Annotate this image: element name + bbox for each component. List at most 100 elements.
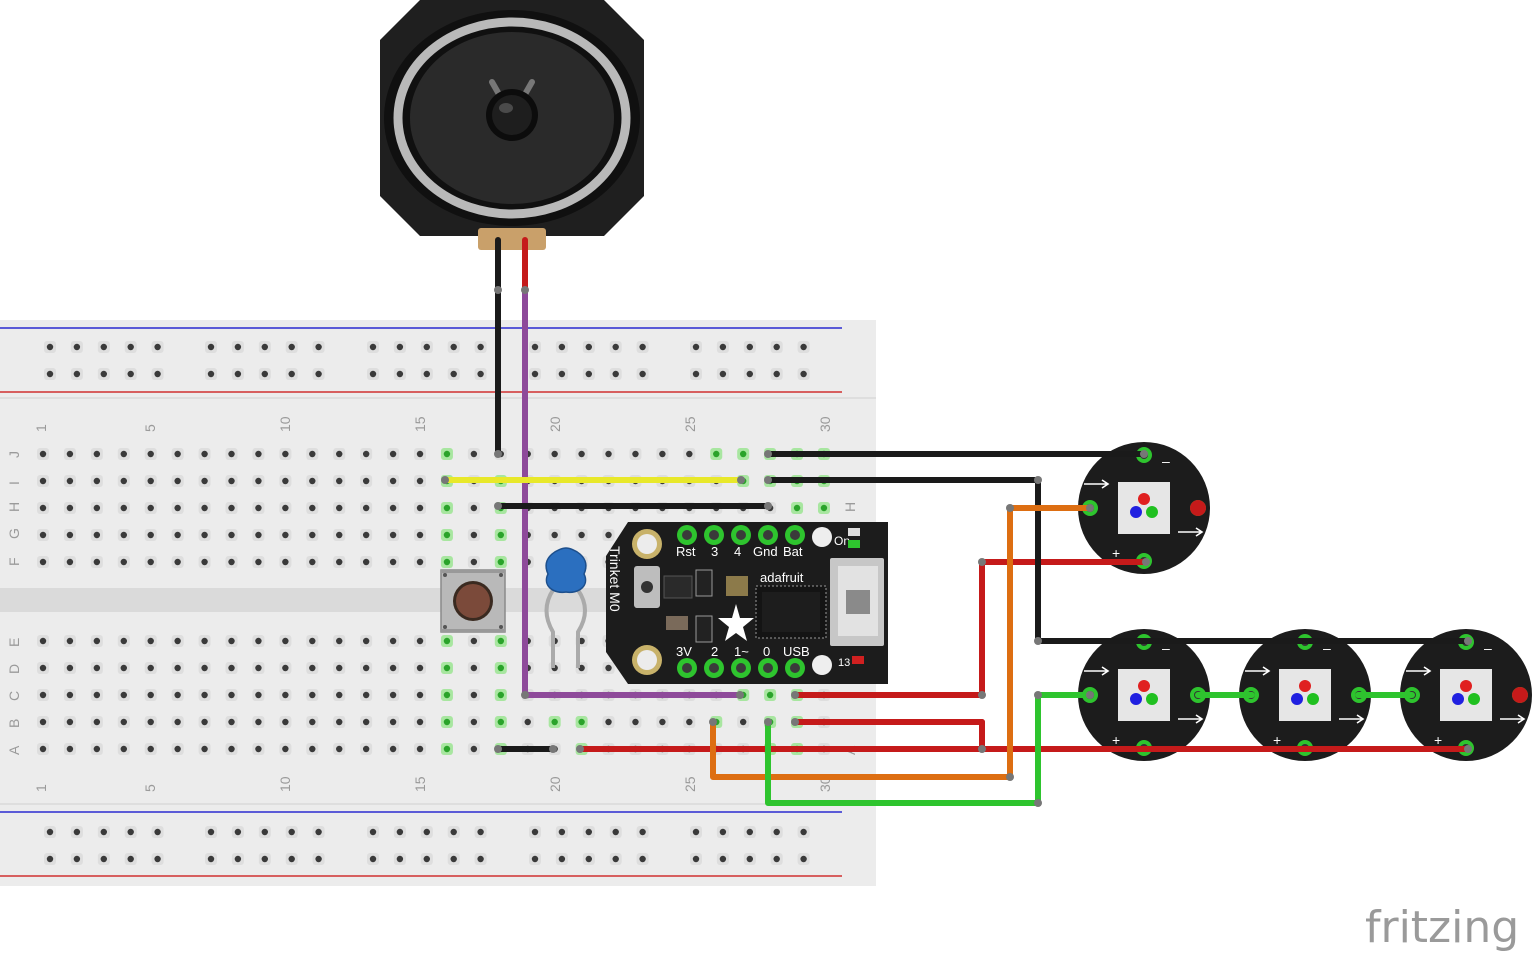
neopixel-3-led-body bbox=[1440, 669, 1492, 721]
wire-endpoint-7[interactable] bbox=[494, 745, 502, 753]
wire-red-neopixel-chain[interactable] bbox=[979, 719, 1471, 752]
hole-top-c14-r1-center bbox=[389, 477, 397, 485]
hole-top-c12-r3-center bbox=[336, 531, 343, 539]
hole-top-c16-r3-center bbox=[443, 531, 451, 539]
wire-endpoint-10[interactable] bbox=[791, 718, 799, 726]
rail-hole-r1-g0-2-center bbox=[100, 370, 108, 378]
wire-red-c-row[interactable] bbox=[792, 559, 1149, 698]
neopixel-1-blue-die bbox=[1130, 693, 1142, 705]
wire-endpoint-29[interactable] bbox=[1006, 773, 1014, 781]
neopixel-top-out-pad-red[interactable] bbox=[1190, 500, 1206, 516]
rail-hole-r2-g2-0-center bbox=[369, 828, 377, 836]
wire-black-i-row[interactable] bbox=[765, 477, 1471, 644]
hole-bottom-c18-r0-center bbox=[497, 637, 505, 645]
rail-hole-r2-g1-4-center bbox=[315, 828, 322, 836]
wire-endpoint-3[interactable] bbox=[441, 476, 449, 484]
hole-bottom-c6-r2-center bbox=[174, 691, 181, 699]
wire-endpoint-6[interactable] bbox=[764, 502, 772, 510]
hole-top-c14-r2-center bbox=[389, 504, 397, 512]
hole-top-c25-r0-center bbox=[686, 450, 693, 458]
col-label-top-25: 25 bbox=[682, 416, 698, 432]
rail-hole-r0-g3-1-center bbox=[558, 343, 566, 351]
neopixel-top-led-body bbox=[1118, 482, 1170, 534]
wire-endpoint-31[interactable] bbox=[1034, 799, 1042, 807]
rail-hole-r2-g3-1-center bbox=[558, 828, 566, 836]
hole-top-c1-r1-center bbox=[39, 477, 47, 485]
hole-top-c6-r3-center bbox=[174, 531, 181, 539]
hole-top-c13-r1-center bbox=[362, 477, 370, 485]
wire-endpoint-20[interactable] bbox=[1464, 637, 1472, 645]
wire-endpoint-17[interactable] bbox=[764, 718, 772, 726]
col-label-bottom-30: 30 bbox=[817, 776, 833, 792]
wire-endpoint-8[interactable] bbox=[549, 745, 557, 753]
wire-endpoint-24[interactable] bbox=[978, 691, 986, 699]
wire-endpoint-18[interactable] bbox=[1142, 558, 1150, 566]
neopixel-group: –+–+–+–+ bbox=[1078, 442, 1532, 761]
wire-endpoint-32[interactable] bbox=[1034, 691, 1042, 699]
pin-label-2: 2 bbox=[711, 644, 718, 659]
hole-bottom-c12-r3-center bbox=[336, 718, 343, 726]
col-label-top-1: 1 bbox=[33, 424, 49, 432]
led-13 bbox=[852, 656, 864, 664]
hole-top-c1-r2-center bbox=[39, 504, 47, 512]
row-label-f: F bbox=[6, 557, 22, 566]
wire-endpoint-5[interactable] bbox=[494, 502, 502, 510]
hole-bottom-c14-r1-center bbox=[389, 664, 397, 672]
hole-bottom-c5-r2-center bbox=[147, 691, 154, 699]
wire-endpoint-26[interactable] bbox=[978, 745, 986, 753]
hole-bottom-c15-r4-center bbox=[416, 745, 424, 753]
hole-top-c4-r0-center bbox=[120, 450, 127, 458]
hole-bottom-c9-r0-center bbox=[255, 637, 262, 645]
hole-bottom-c8-r0-center bbox=[228, 637, 235, 645]
hole-bottom-c12-r2-center bbox=[336, 691, 343, 699]
wire-endpoint-16[interactable] bbox=[709, 718, 717, 726]
neopixel-top-green-die bbox=[1146, 506, 1158, 518]
neopixel-3-red-die bbox=[1460, 680, 1472, 692]
hole-bottom-c22-r1-center bbox=[605, 664, 612, 672]
rail-hole-r2-g3-0-center bbox=[531, 828, 539, 836]
wire-endpoint-1[interactable] bbox=[521, 286, 529, 294]
hole-top-c29-r2-center bbox=[793, 504, 801, 512]
wire-endpoint-23[interactable] bbox=[1086, 691, 1094, 699]
wire-endpoint-14[interactable] bbox=[764, 450, 772, 458]
push-button-cap[interactable] bbox=[456, 584, 490, 618]
wire-endpoint-4[interactable] bbox=[737, 476, 745, 484]
wire-endpoint-28[interactable] bbox=[1034, 637, 1042, 645]
wire-endpoint-25[interactable] bbox=[978, 558, 986, 566]
hole-bottom-c25-r3-center bbox=[686, 718, 693, 726]
rail-hole-r3-g3-4-center bbox=[639, 855, 646, 863]
hole-bottom-c7-r4-center bbox=[201, 745, 208, 753]
row-label-a: A bbox=[6, 745, 22, 755]
wire-endpoint-27[interactable] bbox=[1034, 476, 1042, 484]
neopixel-1-plus-label: + bbox=[1112, 732, 1120, 748]
wire-endpoint-11[interactable] bbox=[791, 691, 799, 699]
neopixel-3-out-arrow-icon bbox=[1500, 714, 1526, 724]
hole-top-c14-r4-center bbox=[389, 558, 397, 566]
neopixel-3-out-pad-red[interactable] bbox=[1512, 687, 1528, 703]
wire-endpoint-13[interactable] bbox=[521, 691, 529, 699]
hole-bottom-c14-r3-center bbox=[389, 718, 397, 726]
wire-endpoint-15[interactable] bbox=[764, 476, 772, 484]
hole-bottom-c15-r1-center bbox=[416, 664, 424, 672]
wire-endpoint-2[interactable] bbox=[494, 450, 502, 458]
pin-label-1: 1~ bbox=[734, 644, 749, 659]
hole-top-c17-r2-center bbox=[470, 504, 478, 512]
rail-hole-r1-g3-2-center bbox=[585, 370, 592, 378]
rail-hole-r0-g0-2-center bbox=[100, 343, 108, 351]
fritzing-watermark: fritzing bbox=[1365, 902, 1519, 953]
rail-hole-r1-g1-0-center bbox=[207, 370, 215, 378]
hole-top-c2-r0-center bbox=[66, 450, 74, 458]
wire-endpoint-0[interactable] bbox=[494, 286, 502, 294]
wire-endpoint-30[interactable] bbox=[1006, 504, 1014, 512]
hole-top-c8-r4-center bbox=[228, 558, 235, 566]
wire-endpoint-9[interactable] bbox=[576, 745, 584, 753]
push-button[interactable] bbox=[440, 569, 506, 633]
wire-endpoint-19[interactable] bbox=[1140, 450, 1148, 458]
wire-endpoint-22[interactable] bbox=[1086, 504, 1094, 512]
hole-bottom-c7-r2-center bbox=[201, 691, 208, 699]
wire-endpoint-21[interactable] bbox=[1464, 745, 1472, 753]
trinket-bottom-pad-hole-3 bbox=[763, 663, 773, 673]
hole-top-c17-r4-center bbox=[470, 558, 478, 566]
neopixel-2-green-die bbox=[1307, 693, 1319, 705]
wire-endpoint-12[interactable] bbox=[736, 691, 744, 699]
